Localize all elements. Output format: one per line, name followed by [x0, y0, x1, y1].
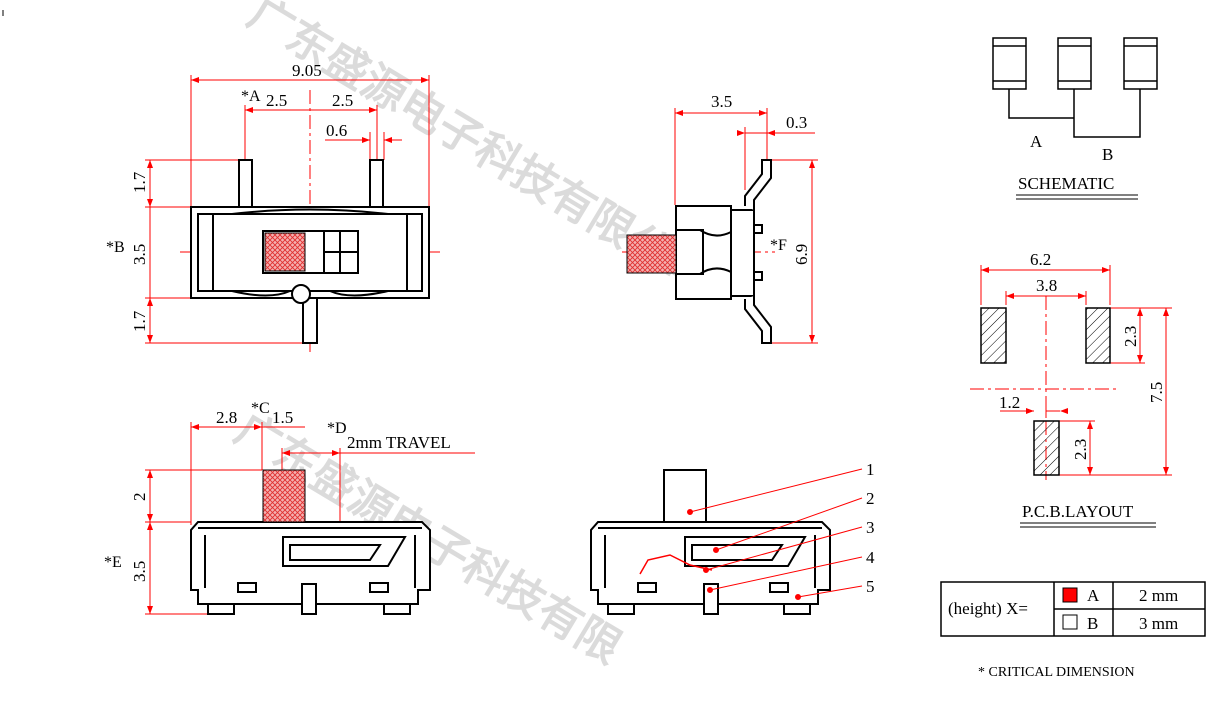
top-view-body: [190, 206, 430, 304]
pcb-pad-bottom: [1033, 420, 1060, 476]
side-view-knob: [626, 234, 677, 274]
schematic: A B SCHEMATIC: [992, 37, 1158, 200]
contact-spring: [639, 554, 713, 575]
overall-width-label: 9.05: [292, 61, 322, 80]
critical-dimension-note: * CRITICAL DIMENSION: [978, 665, 1135, 680]
callout-5: 5: [866, 577, 875, 596]
schematic-label-a: A: [1030, 132, 1043, 151]
front-view-body: [190, 521, 431, 615]
front-view-arrows: [147, 424, 340, 614]
callout-1: 1: [866, 460, 875, 479]
left-pitch-label: 2.5: [266, 91, 287, 110]
body-height-label: 3.5: [130, 244, 149, 265]
pcb-layout: 6.2 3.8 2.3 7.5 1.2 2.3 P.C.B.LAYOUT: [970, 250, 1172, 528]
top-view-arrows: [147, 77, 429, 343]
marker-b-label: *B: [106, 239, 125, 256]
knob-width-label: 1.5: [272, 408, 293, 427]
value-a: 2 mm: [1139, 586, 1178, 605]
pcb-arrows: [981, 267, 1169, 475]
knob-height-label: 2: [130, 493, 149, 502]
value-b: 3 mm: [1139, 614, 1178, 633]
thickness-label: 0.3: [786, 113, 807, 132]
callout-3: 3: [866, 518, 875, 537]
total-height-label: 7.5: [1147, 382, 1166, 403]
marker-c-label: *C: [251, 400, 270, 417]
side-view-body: [675, 159, 772, 344]
height-label: 6.9: [792, 244, 811, 265]
bottom-pad-height-label: 2.3: [1071, 439, 1090, 460]
marker-d-label: *D: [327, 420, 347, 437]
height-table: (height) X= A B 2 mm 3 mm: [940, 581, 1206, 637]
top-view-knob: [264, 232, 306, 272]
bottom-pin-height-label: 1.7: [130, 310, 149, 332]
front-view-knob: [262, 469, 306, 523]
marker-a-label: *A: [241, 88, 261, 105]
schematic-symbol: [992, 37, 1158, 138]
front-view-dimension-lines: [145, 422, 475, 615]
side-view-arrows: [675, 110, 815, 343]
body-height-3-5-label: 3.5: [130, 561, 149, 582]
pcb-layout-title: P.C.B.LAYOUT: [1022, 502, 1134, 521]
marker-e-label: *E: [104, 554, 122, 571]
schematic-label-b: B: [1102, 145, 1113, 164]
pad-gap-label: 3.8: [1036, 276, 1057, 295]
code-b: B: [1087, 614, 1098, 633]
front-view: 2.8 *C 1.5 *D 2mm TRAVEL 2 *E 3.5: [104, 400, 475, 615]
pcb-pad-left: [980, 307, 1007, 364]
schematic-title: SCHEMATIC: [1018, 174, 1114, 193]
travel-label: 2mm TRAVEL: [347, 433, 451, 452]
leader-lines: [687, 468, 863, 600]
pad-span-label: 6.2: [1030, 250, 1051, 269]
pad-height-label: 2.3: [1121, 326, 1140, 347]
top-view-pins: [238, 159, 384, 344]
top-pin-height-label: 1.7: [130, 171, 149, 193]
top-view: 9.05 *A 2.5 2.5 0.6 1.7 *B 3.5 1.7: [106, 61, 440, 352]
parts-view-body: [590, 469, 831, 615]
callout-4: 4: [866, 548, 875, 567]
swatch-a: [1062, 587, 1078, 603]
parts-view: 1 2 3 4 5: [590, 460, 875, 615]
marker-f-label: *F: [770, 237, 787, 254]
swatch-b: [1062, 614, 1078, 630]
right-pitch-label: 2.5: [332, 91, 353, 110]
pin-width-label: 0.6: [326, 121, 347, 140]
height-row-label: (height) X=: [948, 599, 1028, 618]
center-offset-label: 1.2: [999, 393, 1020, 412]
depth-label: 3.5: [711, 92, 732, 111]
pcb-pad-right: [1085, 307, 1111, 364]
side-view: 3.5 0.3 *F 6.9: [622, 92, 818, 344]
callout-2: 2: [866, 489, 875, 508]
code-a: A: [1087, 586, 1100, 605]
offset-label: 2.8: [216, 408, 237, 427]
